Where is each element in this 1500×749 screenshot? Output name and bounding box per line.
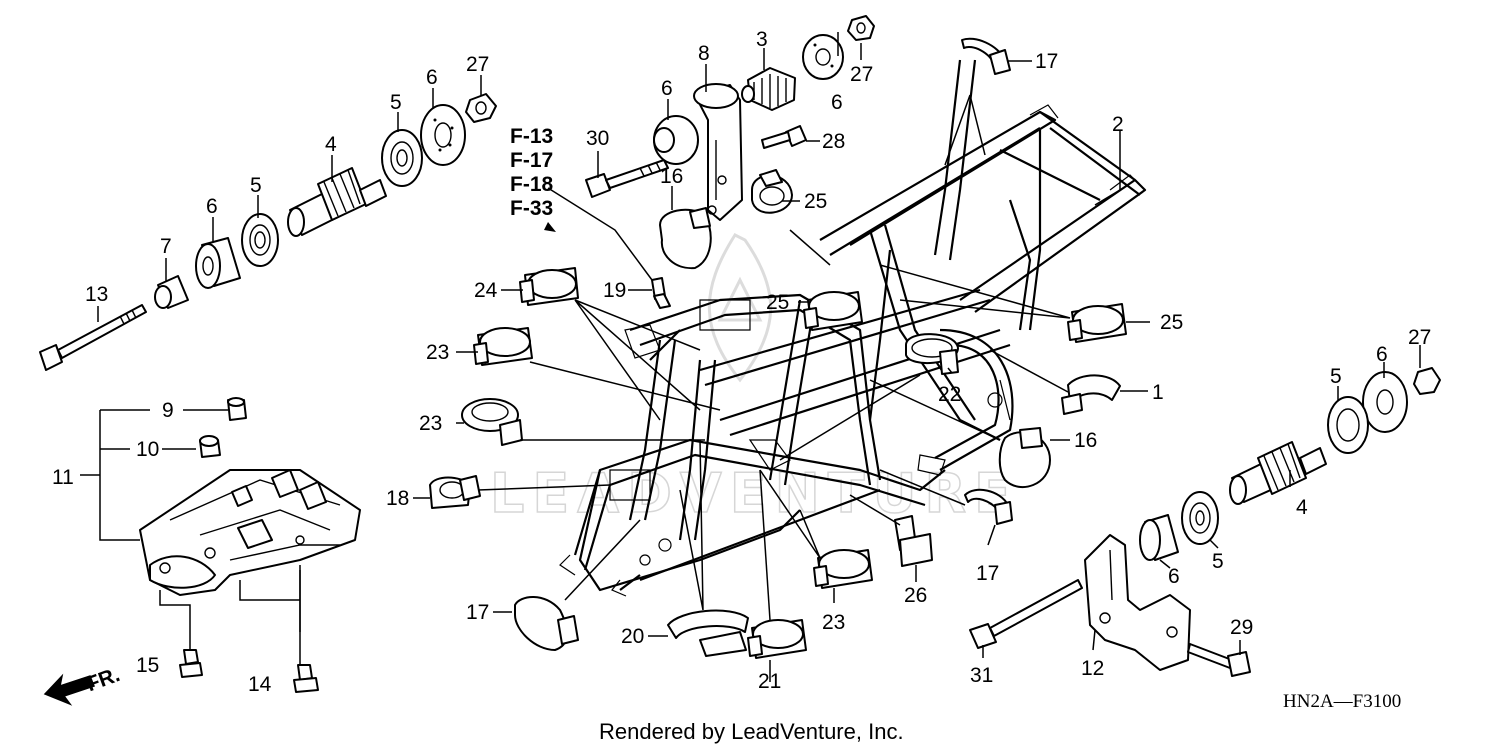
right-shaft-assembly <box>969 367 1441 677</box>
callout-31: 31 <box>970 664 993 687</box>
callout-17-lower: 17 <box>466 601 489 624</box>
callout-12: 12 <box>1081 657 1104 680</box>
callout-29: 29 <box>1230 616 1253 639</box>
reference-f13: F-13 <box>510 125 553 148</box>
callout-numbers: 1 2 3 4 4 5 5 5 5 6 6 6 6 6 6 7 8 9 10 1… <box>52 28 1431 696</box>
callout-25-middle: 25 <box>766 291 789 314</box>
callout-7: 7 <box>160 235 172 258</box>
callout-8: 8 <box>698 42 710 65</box>
reference-arrow-head <box>544 222 556 232</box>
callout-20: 20 <box>621 625 644 648</box>
bearing-5-left-part <box>241 213 279 267</box>
callout-14: 14 <box>248 673 272 696</box>
callout-6-left: 6 <box>206 195 218 218</box>
callout-1: 1 <box>1152 381 1164 404</box>
callout-9: 9 <box>162 399 174 422</box>
callout-10: 10 <box>136 438 159 461</box>
callout-6-upper: 6 <box>426 66 438 89</box>
front-direction-arrow: FR. <box>43 663 123 706</box>
callout-19: 19 <box>603 279 626 302</box>
callout-27-left: 27 <box>466 53 489 76</box>
callout-6-bracket: 6 <box>661 77 673 100</box>
upper-bracket-parts <box>585 15 875 309</box>
bolt-13-part <box>39 304 147 371</box>
leader-lines <box>80 32 1421 682</box>
shaft-4-left-part <box>287 167 387 237</box>
diagram-code: HN2A—F3100 <box>1283 691 1401 712</box>
reference-list: F-13 F-17 F-18 F-33 <box>510 125 556 232</box>
callout-16-upper: 16 <box>660 165 683 188</box>
callout-5-right-upper: 5 <box>1330 365 1342 388</box>
nut-27-left-part <box>465 93 497 123</box>
callout-2: 2 <box>1112 113 1124 136</box>
callout-13: 13 <box>85 283 108 306</box>
callout-11: 11 <box>52 466 74 489</box>
callout-6-right: 6 <box>1376 343 1388 366</box>
callout-27-top: 27 <box>850 63 873 86</box>
callout-23-upper: 23 <box>426 341 449 364</box>
callout-25-upper: 25 <box>804 190 827 213</box>
callout-25-right: 25 <box>1160 311 1183 334</box>
bearing-6-left-part <box>195 237 241 289</box>
callout-4-left: 4 <box>325 133 337 156</box>
reference-f18: F-18 <box>510 173 554 196</box>
footer-credit: Rendered by LeadVenture, Inc. <box>599 719 904 744</box>
skid-plate-assembly <box>139 397 361 693</box>
callout-21: 21 <box>758 670 781 693</box>
callout-5-left-upper: 5 <box>390 91 402 114</box>
callout-6-right-lower: 6 <box>1168 565 1180 588</box>
left-shaft-assembly <box>39 93 497 371</box>
bearing-5-upper-part <box>381 129 423 187</box>
callout-6-top: 6 <box>831 91 843 114</box>
callout-16-right: 16 <box>1074 429 1097 452</box>
reference-f17: F-17 <box>510 149 553 172</box>
reference-f33: F-33 <box>510 197 553 220</box>
collar-7-part <box>154 275 189 309</box>
callout-23-middle: 23 <box>419 412 442 435</box>
callout-22: 22 <box>938 383 961 406</box>
callout-17-right: 17 <box>976 562 999 585</box>
callout-17-top: 17 <box>1035 50 1058 73</box>
clamps-and-bands <box>429 37 1127 659</box>
callout-5-left-lower: 5 <box>250 174 262 197</box>
callout-28: 28 <box>822 130 845 153</box>
callout-5-right-lower: 5 <box>1212 550 1224 573</box>
front-label: FR. <box>83 663 123 696</box>
callout-26: 26 <box>904 584 927 607</box>
seal-6-upper-part <box>420 104 466 166</box>
callout-24: 24 <box>474 279 498 302</box>
callout-18: 18 <box>386 487 409 510</box>
callout-4-right: 4 <box>1296 496 1308 519</box>
callout-23-lower: 23 <box>822 611 845 634</box>
watermark: LEADVENTURE <box>490 462 1019 525</box>
callout-27-right: 27 <box>1408 326 1431 349</box>
callout-15: 15 <box>136 654 159 677</box>
callout-30: 30 <box>586 127 609 150</box>
callout-3: 3 <box>756 28 768 51</box>
